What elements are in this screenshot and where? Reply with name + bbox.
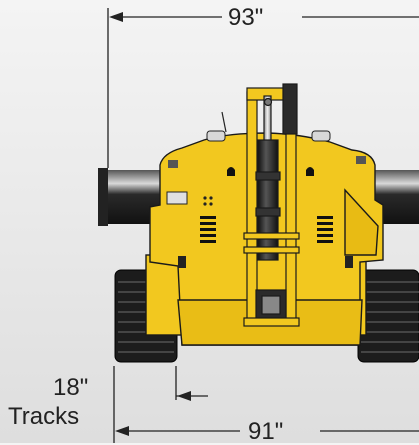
mast — [243, 83, 300, 327]
track-caption: Tracks — [8, 403, 80, 430]
track-right — [357, 269, 419, 363]
indicator-dot-b — [209, 196, 213, 200]
work-light-left — [206, 130, 226, 142]
vent-grille-right — [317, 216, 333, 243]
pivot-pin-top — [263, 97, 273, 107]
track-width-label: 18" — [53, 374, 89, 401]
overall-width-arrow-left — [109, 12, 123, 22]
track-frame-left — [145, 254, 183, 336]
boom-dark-left — [282, 83, 298, 135]
indicator-dot-d — [209, 202, 213, 206]
hydraulic-fitting-right — [356, 156, 366, 164]
hydraulic-fitting-left — [168, 160, 178, 168]
roller-left-flange — [98, 168, 108, 226]
bracket-upper — [243, 232, 300, 240]
track-right-treads — [361, 281, 419, 353]
bracket-lower — [243, 246, 300, 254]
mast-clamp — [255, 289, 287, 321]
track-span-label: 91" — [248, 418, 284, 445]
vent-grille-left — [200, 216, 216, 243]
work-light-right — [311, 130, 331, 142]
track-span-arrow-left — [115, 426, 129, 436]
cylinder-collar-top — [255, 171, 281, 181]
overall-width-label: 93" — [228, 4, 264, 31]
control-panel-left — [166, 191, 188, 205]
dimension-lines — [107, 8, 419, 443]
lift-eye-right — [306, 167, 314, 176]
indicator-dot-c — [203, 202, 207, 206]
lift-eye-frame-left — [178, 256, 186, 268]
cylinder-barrel — [257, 139, 279, 261]
mast-foot — [243, 317, 300, 327]
track-width-arrow-head — [177, 391, 191, 401]
antenna — [221, 111, 227, 133]
lift-eye-left — [227, 167, 235, 176]
mast-clamp-plate — [261, 295, 281, 315]
indicator-dot-a — [203, 196, 207, 200]
cylinder-collar-bottom — [255, 207, 281, 217]
right-side-panel — [344, 188, 379, 256]
body-details — [166, 111, 366, 268]
lift-eye-frame-right — [345, 256, 353, 268]
